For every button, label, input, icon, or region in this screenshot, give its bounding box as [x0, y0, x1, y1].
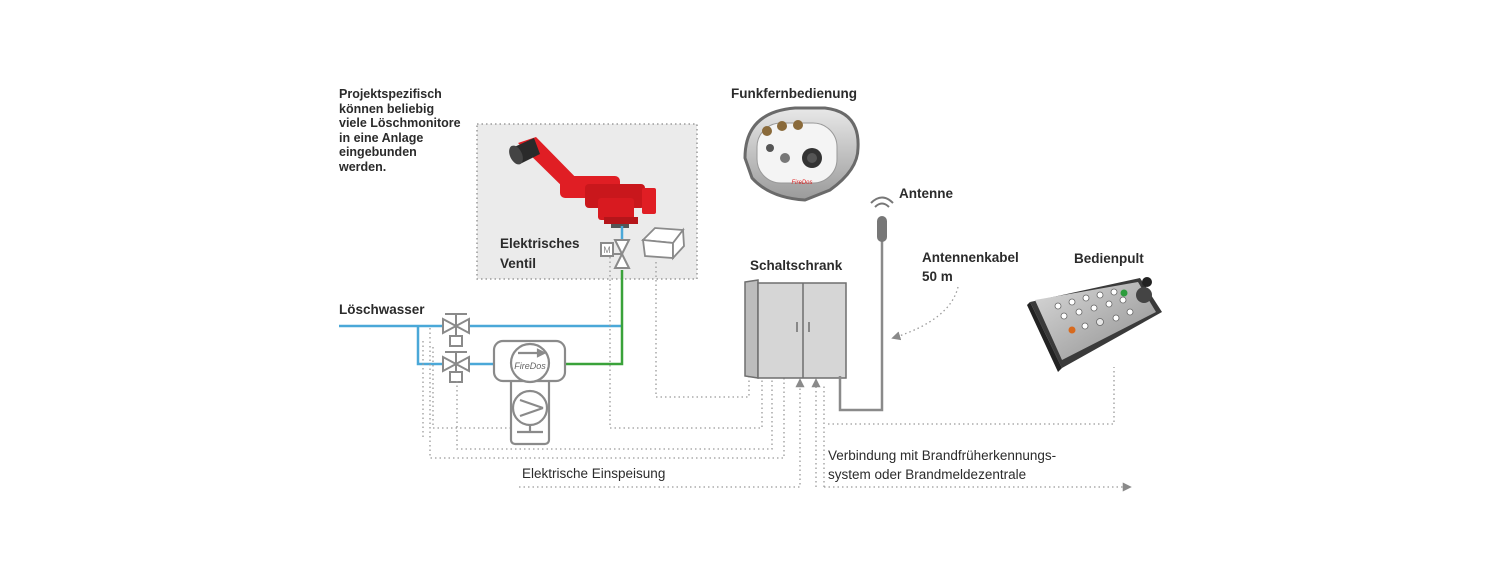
verbindung-label-2: system oder Brandmeldezentrale: [828, 467, 1027, 482]
electric-valve: [600, 239, 631, 269]
note-line: viele Löschmonitore: [339, 116, 461, 130]
manual-valve-lower: [442, 351, 470, 383]
bedienpult-desk: [1027, 277, 1162, 372]
antennenkabel-length: 50 m: [922, 269, 953, 284]
green-lines: [565, 270, 624, 366]
funk-remote: [743, 106, 860, 202]
ventil-label-1: Elektrisches: [500, 236, 580, 251]
antenna-cable: [838, 240, 884, 412]
remote-brand: FireDos: [791, 180, 812, 186]
verbindung-label-1: Verbindung mit Brandfrüherkennungs-: [828, 448, 1057, 463]
firedos-label: FireDos: [514, 361, 546, 371]
note-line: in eine Anlage: [339, 130, 424, 145]
einspeisung-label: Elektrische Einspeisung: [522, 466, 666, 481]
manual-valve-upper: [442, 313, 470, 347]
note-text: Projektspezifisch können beliebig viele …: [339, 87, 461, 174]
ventil-label-2: Ventil: [500, 256, 537, 271]
note-line: Projektspezifisch: [339, 87, 442, 101]
loeschmonitor: [509, 137, 656, 228]
water-lines: [339, 226, 624, 366]
junction-box: [641, 227, 685, 261]
dotted-wiring: [422, 257, 1132, 492]
schaltschrank-label: Schaltschrank: [750, 258, 843, 273]
note-line: können beliebig: [339, 101, 435, 116]
funk-label: Funkfernbedienung: [731, 86, 857, 101]
note-line: werden.: [339, 159, 387, 174]
motor-label: M: [603, 245, 611, 255]
antenna: [870, 196, 894, 242]
firedos-proportioner: [492, 339, 567, 446]
antennenkabel-label: Antennenkabel: [922, 250, 1019, 265]
schaltschrank-cabinet: [744, 279, 847, 379]
note-line: eingebunden: [339, 145, 417, 159]
loeschwasser-label: Löschwasser: [339, 302, 425, 317]
bedienpult-label: Bedienpult: [1074, 251, 1144, 266]
antenne-label: Antenne: [899, 186, 953, 201]
